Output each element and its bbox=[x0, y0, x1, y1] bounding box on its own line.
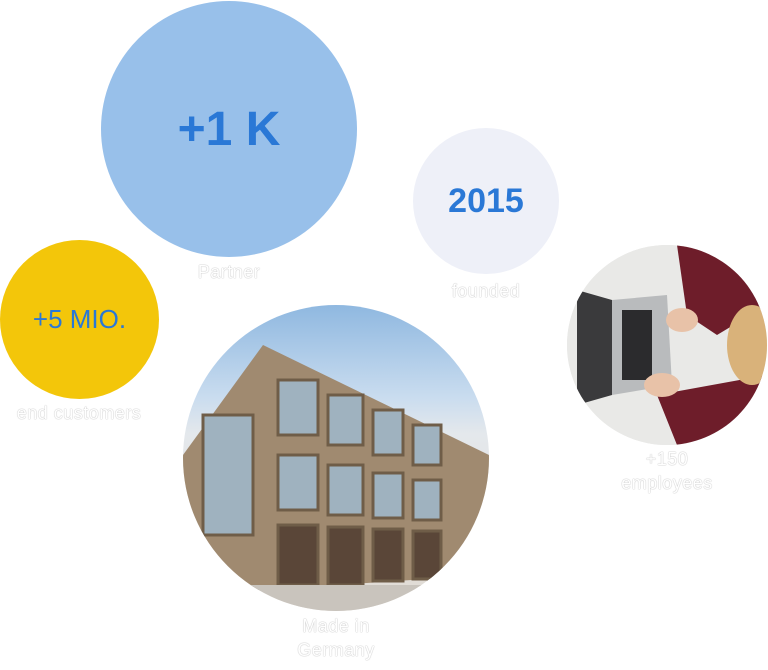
customers-label: end customers bbox=[16, 403, 142, 423]
employees-photo bbox=[567, 245, 767, 445]
germany-line: Germany bbox=[297, 640, 375, 660]
building-image bbox=[183, 345, 489, 611]
employees-count: +150 bbox=[645, 449, 689, 469]
made-in-germany-label: Made in Germany bbox=[297, 614, 375, 662]
employees-text: employees bbox=[621, 473, 713, 493]
customers-stat-circle: +5 MIO. bbox=[0, 240, 159, 399]
made-in-line: Made in bbox=[302, 616, 370, 636]
partner-label: Partner bbox=[197, 262, 261, 282]
founded-year: 2015 bbox=[448, 181, 524, 220]
partner-count: +1 K bbox=[177, 102, 281, 156]
customers-count: +5 MIO. bbox=[32, 304, 127, 334]
founded-stat-circle: 2015 bbox=[413, 128, 559, 274]
founded-label: founded bbox=[451, 281, 521, 301]
employees-label: +150 employees bbox=[621, 447, 713, 495]
partner-stat-circle: +1 K bbox=[101, 1, 357, 257]
laptop-image bbox=[567, 245, 767, 445]
building-photo bbox=[183, 305, 489, 611]
